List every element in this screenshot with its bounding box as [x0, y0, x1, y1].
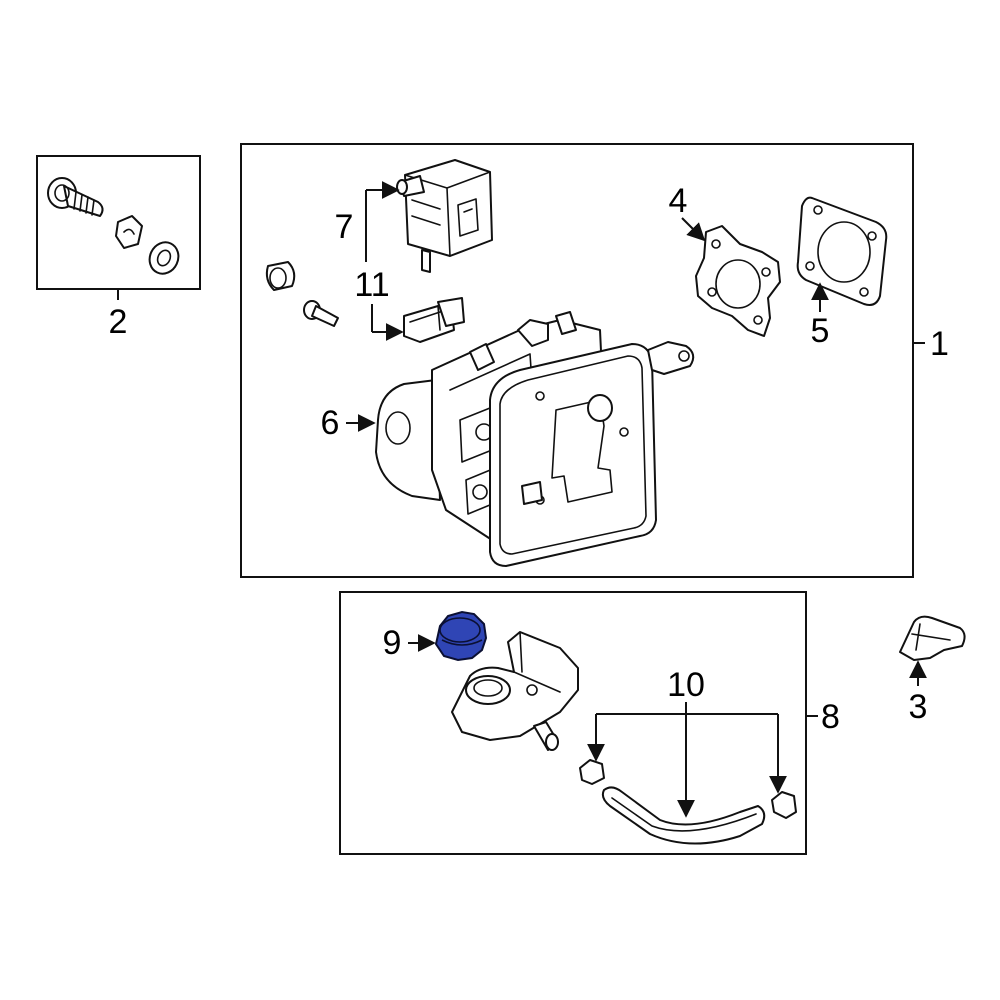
callout-9[interactable]: 9	[383, 624, 402, 662]
clip-nut-part[interactable]	[115, 215, 143, 249]
gasket-4-part[interactable]	[695, 225, 781, 337]
group-box-8: 8 9 10	[339, 591, 840, 855]
connector-part[interactable]	[403, 297, 465, 343]
bushing-part[interactable]	[265, 261, 296, 291]
callout-7[interactable]: 7	[335, 208, 354, 246]
callout-10[interactable]: 10	[667, 666, 705, 704]
gasket-5-part[interactable]	[796, 196, 888, 306]
callout-8[interactable]: 8	[821, 698, 840, 736]
callout-4[interactable]: 4	[669, 182, 688, 220]
fluid-reservoir-part[interactable]	[451, 631, 579, 751]
reservoir-cap-part[interactable]	[434, 610, 488, 662]
callout-2[interactable]: 2	[109, 303, 128, 341]
group-box-2: 2	[36, 155, 201, 341]
hose-clamp-left-part[interactable]	[579, 759, 605, 785]
callout-1[interactable]: 1	[930, 325, 949, 363]
washer-part[interactable]	[145, 238, 184, 279]
clip-3-part[interactable]	[899, 615, 966, 661]
modulator-assembly-part[interactable]	[375, 311, 695, 567]
mount-bolt-part[interactable]	[303, 300, 339, 327]
hose-part[interactable]	[601, 786, 766, 845]
callout-11[interactable]: 11	[354, 266, 389, 304]
callout-3[interactable]: 3	[909, 688, 928, 726]
bolt-part[interactable]	[47, 177, 104, 217]
callout-5[interactable]: 5	[811, 312, 830, 350]
group-box-1: 1	[240, 143, 949, 578]
callout-6[interactable]: 6	[321, 404, 340, 442]
sensor-module-part[interactable]	[396, 159, 493, 273]
hose-clamp-right-part[interactable]	[771, 791, 797, 819]
